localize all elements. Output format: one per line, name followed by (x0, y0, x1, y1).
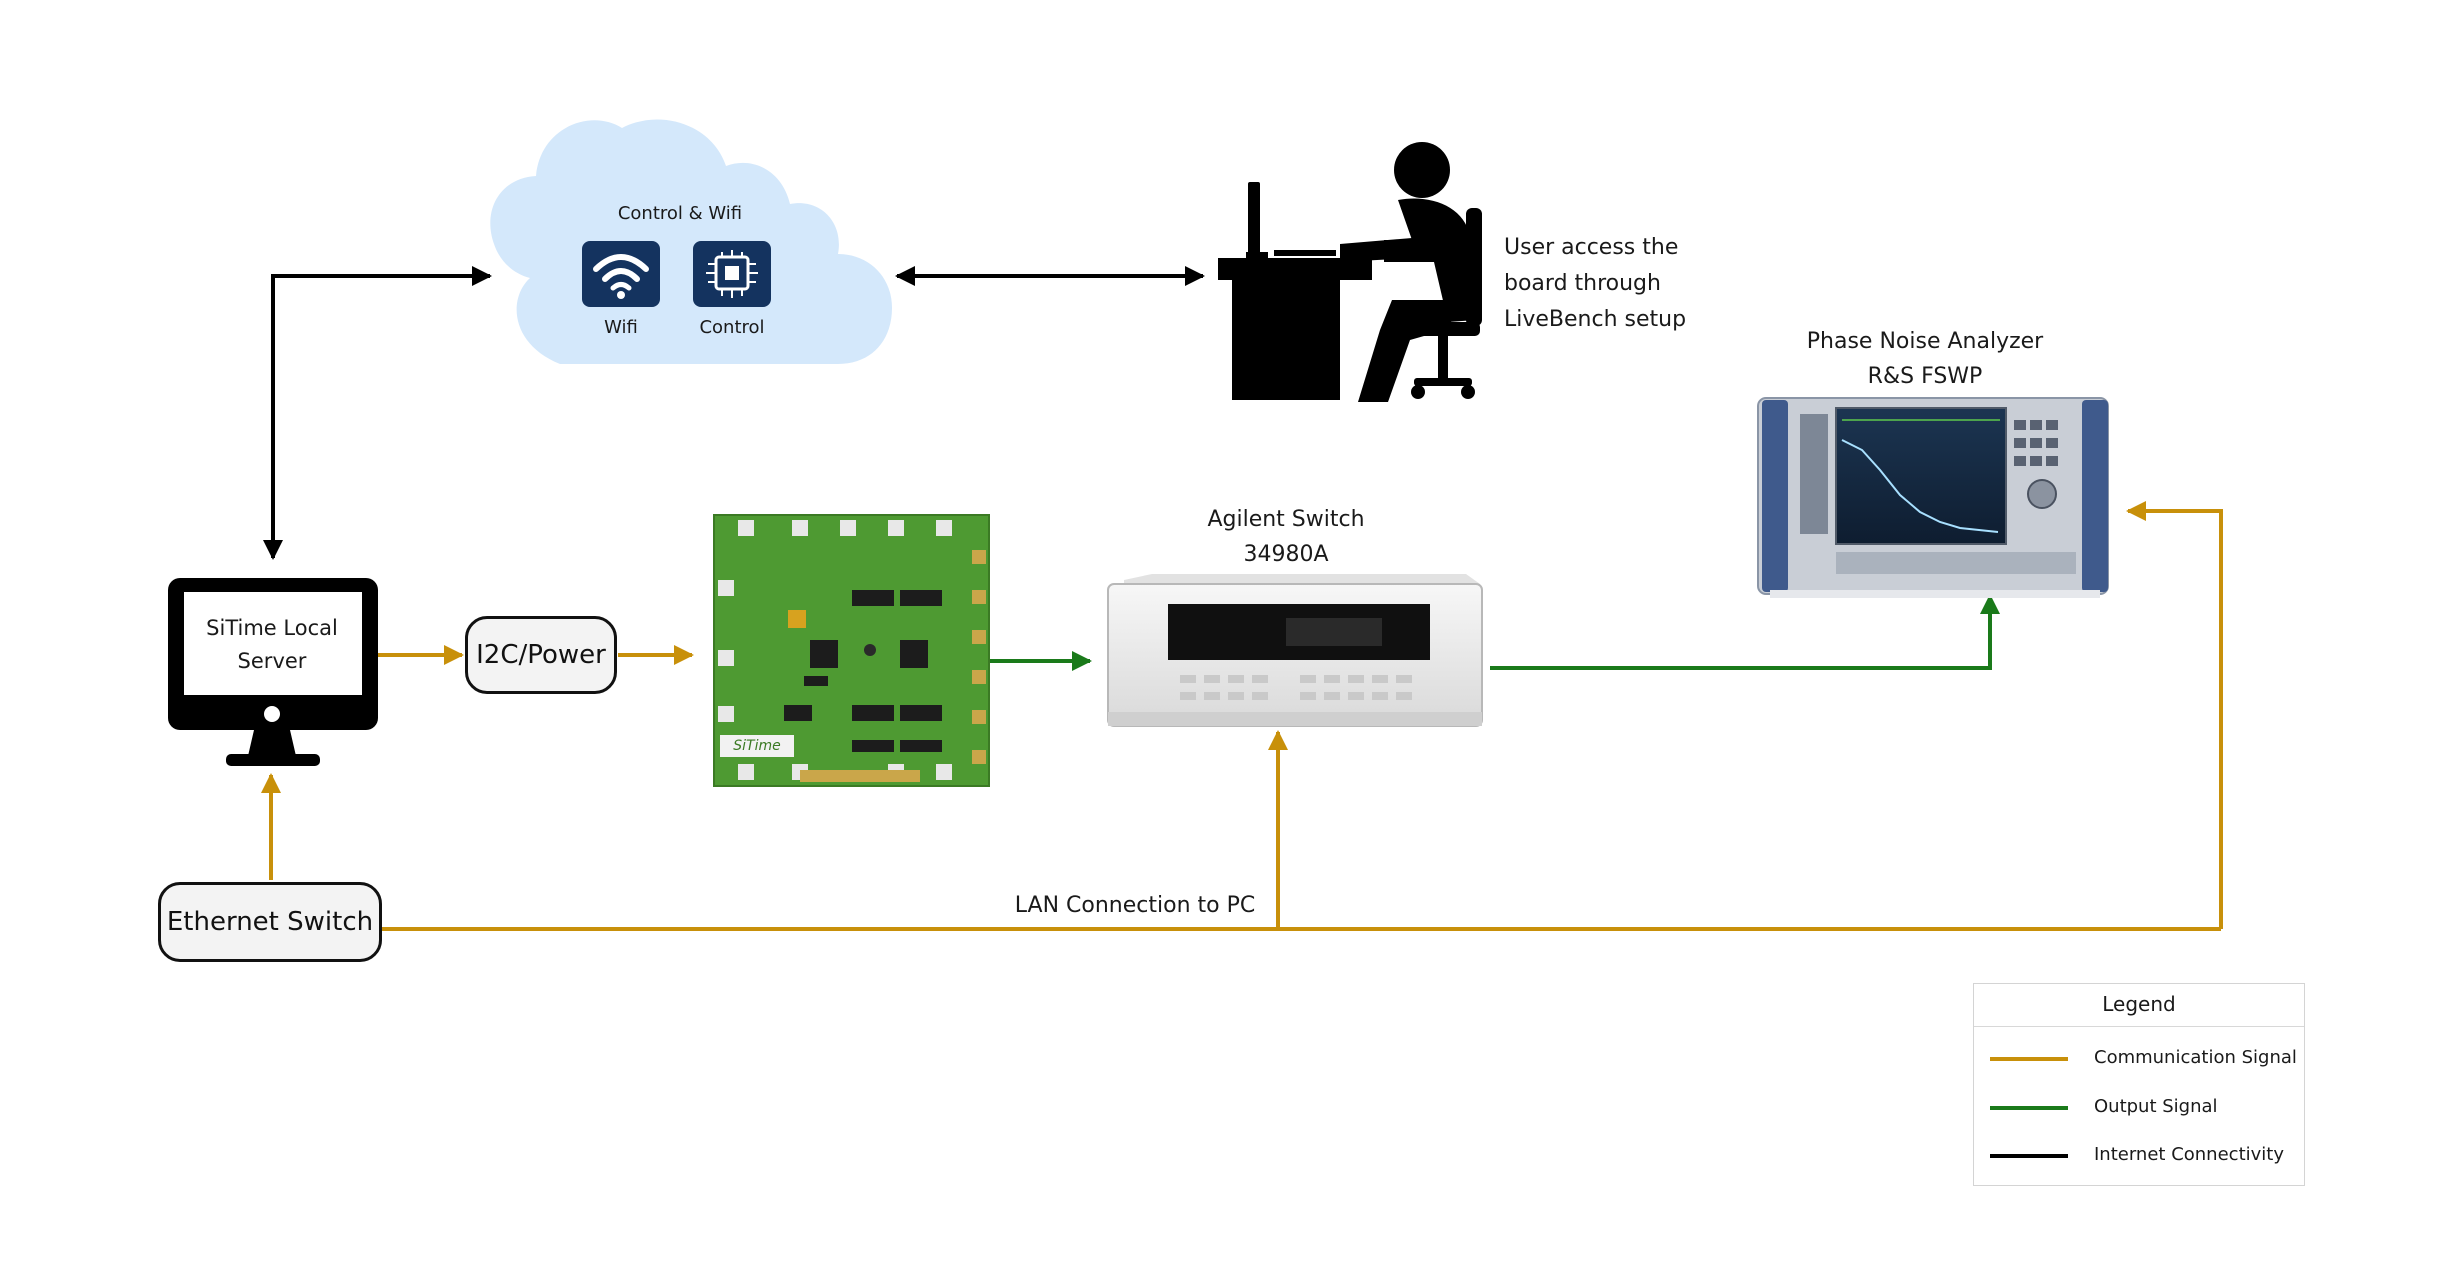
legend-divider (1974, 1026, 2304, 1027)
ethernet-switch-label: Ethernet Switch (166, 907, 374, 937)
output-link-agilent-analyzer (1490, 594, 2000, 670)
legend-label-communication: Communication Signal (2094, 1047, 2297, 1068)
wifi-label: Wifi (604, 317, 638, 338)
control-label: Control (699, 317, 765, 338)
user-caption: User access the board through LiveBench … (1504, 230, 1686, 338)
agilent-title-line-1: Agilent Switch (1207, 507, 1365, 532)
legend-item-internet: Internet Connectivity (1974, 1141, 2304, 1171)
comm-link-lan-analyzer (2126, 501, 2223, 929)
legend-swatch-communication (1990, 1057, 2068, 1061)
legend-swatch-internet (1990, 1154, 2068, 1158)
legend-item-output: Output Signal (1974, 1093, 2304, 1123)
user-caption-line-1: User access the (1504, 235, 1679, 260)
agilent-title: Agilent Switch 34980A (1207, 502, 1364, 572)
internet-link-server-cloud (263, 266, 492, 560)
legend-title: Legend (2102, 992, 2176, 1016)
cloud-title: Control & Wifi (617, 203, 743, 224)
legend-swatch-output (1990, 1106, 2068, 1110)
wifi-icon (582, 241, 660, 307)
agilent-title-line-2: 34980A (1243, 542, 1329, 567)
circuit-chip-icon (693, 241, 771, 307)
server-label-line-2: Server (237, 649, 307, 673)
agilent-switch-unit-image (1107, 574, 1483, 727)
analyzer-title-line-1: Phase Noise Analyzer (1806, 329, 2044, 354)
sitime-board-image (713, 514, 990, 787)
analyzer-title: Phase Noise Analyzer R&S FSWP (1807, 324, 2043, 394)
legend-label-output: Output Signal (2094, 1096, 2218, 1117)
user-caption-line-3: LiveBench setup (1504, 307, 1687, 332)
lan-connection-label: LAN Connection to PC (1014, 893, 1256, 918)
i2c-power-box: I2C/Power (465, 616, 617, 694)
ethernet-switch-box: Ethernet Switch (158, 882, 382, 962)
monitor-icon (168, 578, 378, 766)
server-label-line-1: SiTime Local (206, 616, 338, 640)
board-brand-text: SiTime (733, 738, 781, 754)
legend-label-internet: Internet Connectivity (2094, 1144, 2284, 1165)
user-at-desk-icon (1218, 142, 1482, 402)
phase-noise-analyzer-image (1757, 397, 2109, 598)
legend-item-communication: Communication Signal (1974, 1044, 2304, 1074)
server-label: SiTime Local Server (206, 612, 338, 678)
cloud-shape (490, 119, 892, 364)
i2c-power-label: I2C/Power (476, 640, 606, 670)
legend: Legend Communication Signal Output Signa… (1973, 983, 2305, 1186)
analyzer-title-line-2: R&S FSWP (1867, 364, 1983, 389)
user-caption-line-2: board through (1504, 271, 1661, 296)
